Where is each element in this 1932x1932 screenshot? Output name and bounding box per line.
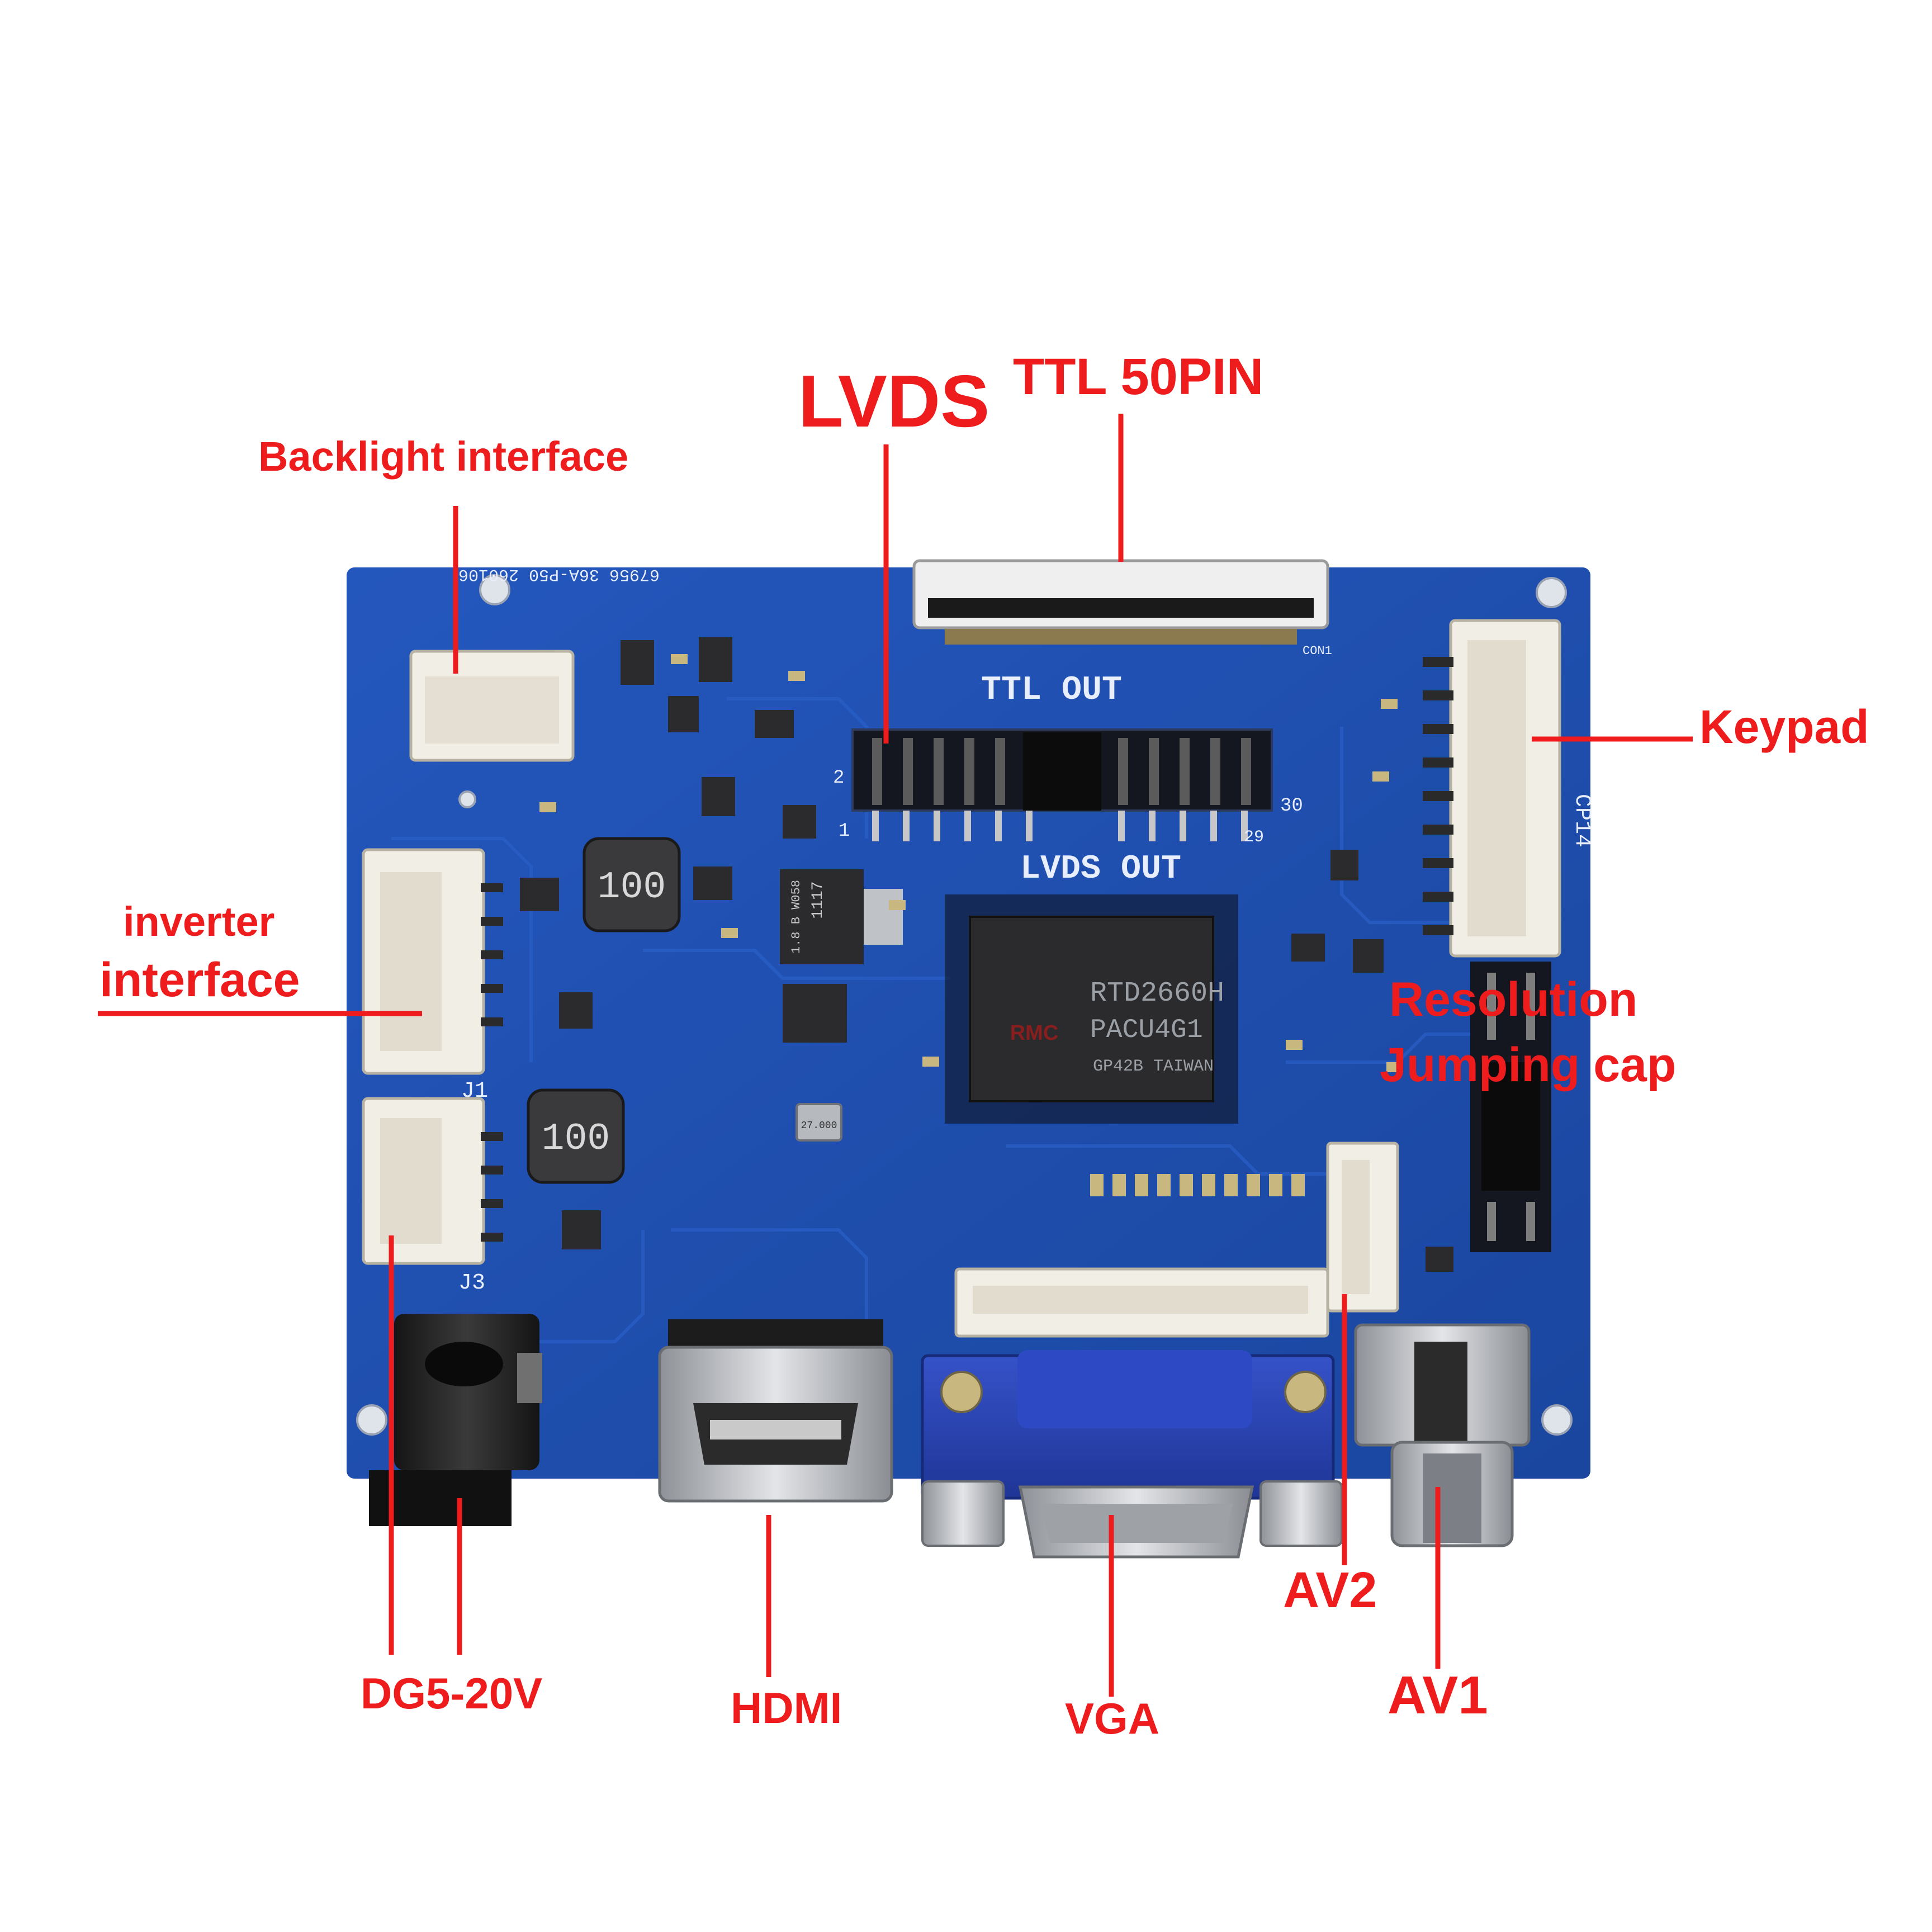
voltage-regulator: 1117 1.8 B W058 [780,869,903,964]
long-header-connector [954,1267,1329,1338]
pin-1-label: 1 [839,821,850,842]
resolution-callout-line1: Resolution [1389,973,1638,1026]
pin-29-label: 29 [1244,828,1264,847]
hdmi-port [658,1319,893,1503]
ttl-out-label: TTL OUT [981,671,1122,709]
power-dg5-20v-callout: DG5-20V [361,1669,543,1718]
crystal-oscillator: 27.000 [795,1103,842,1142]
svg-text:1117: 1117 [809,881,827,918]
cp14-label: CP14 [1569,794,1594,847]
av-rca-jack [1354,1323,1531,1547]
lvds-pin-header [851,728,1273,841]
dc-power-jack [369,1314,542,1526]
resolution-jumper-header [1470,962,1551,1252]
av2-callout: AV2 [1283,1562,1377,1618]
main-controller-chip: RMC RTD2660H PACU4G1 GP42B TAIWAN [945,894,1238,1124]
pin-30-label: 30 [1280,795,1303,817]
svg-text:27.000: 27.000 [801,1120,837,1131]
j3-connector [362,1097,503,1265]
vga-port [921,1350,1343,1559]
con1-label: CON1 [1303,644,1332,658]
chip-logo: RMC [1010,1021,1059,1045]
ttl-50pin-callout: TTL 50PIN [1013,348,1264,405]
eeprom-chip [783,984,847,1043]
chip-origin: GP42B TAIWAN [1093,1057,1214,1076]
keypad-callout: Keypad [1699,700,1869,753]
inverter-callout-line2: interface [100,953,300,1007]
inverter-callout-line1: inverter [123,898,275,945]
hdmi-callout: HDMI [731,1683,842,1732]
svg-text:1.8 B W058: 1.8 B W058 [789,880,803,954]
backlight-interface-callout: Backlight interface [258,433,629,480]
resolution-callout-line2: Jumping cap [1380,1038,1677,1092]
inverter-connector [362,848,503,1075]
pin-2-label: 2 [833,768,844,789]
callout-lines [98,414,1693,1697]
inductor-lower: 100 [527,1088,625,1184]
chip-batch: PACU4G1 [1090,1015,1203,1045]
svg-text:100: 100 [542,1117,610,1161]
inductor-upper: 100 [583,837,681,932]
passive-components [539,654,1403,1196]
vga-callout: VGA [1065,1694,1160,1743]
lvds-out-label: LVDS OUT [1020,850,1181,888]
backlight-connector [409,650,575,762]
av2-header-connector [1326,1142,1399,1313]
board-part-number: 67956 36A-P50 260106 [458,565,660,584]
ttl-fpc-connector [912,559,1329,645]
keypad-connector [1423,619,1561,958]
smd-components [520,637,1453,1272]
av1-callout: AV1 [1388,1665,1488,1725]
chip-model: RTD2660H [1090,978,1224,1010]
j3-label: J3 [458,1271,485,1296]
lvds-callout: LVDS [798,360,990,442]
svg-text:100: 100 [598,866,666,909]
